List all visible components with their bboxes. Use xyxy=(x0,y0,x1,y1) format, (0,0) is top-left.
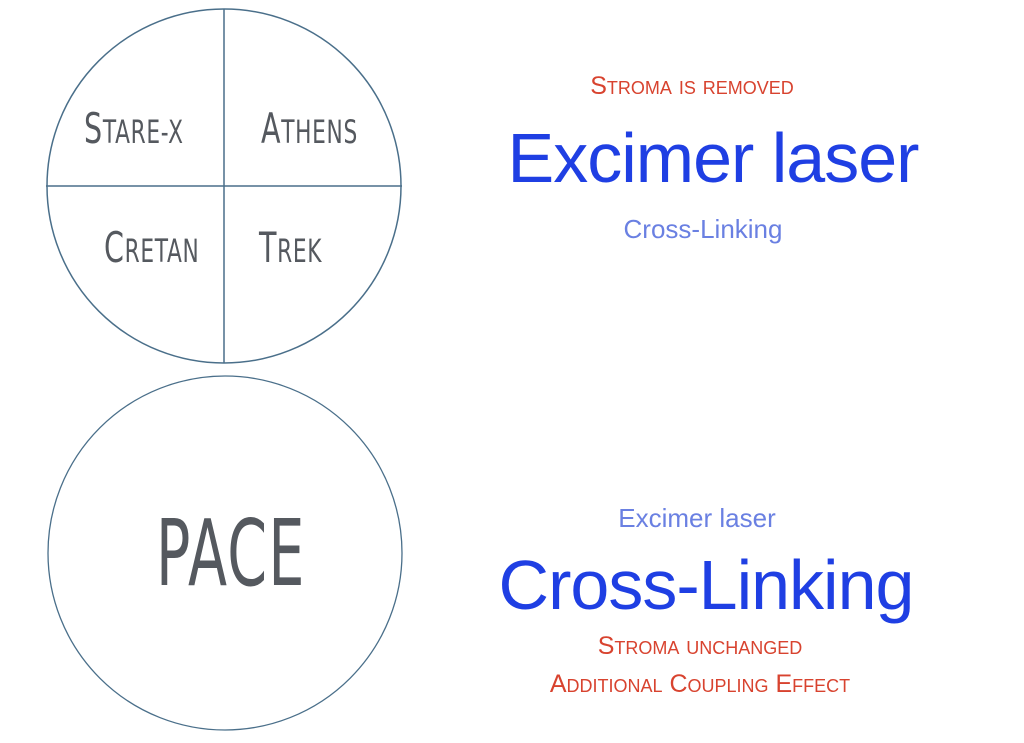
stroma-removed-note: Stroma is removed xyxy=(590,72,794,100)
label-rest: TARE-X xyxy=(102,113,184,151)
label-initial: T xyxy=(259,223,278,272)
label-initial: S xyxy=(84,104,103,153)
quadrant-label-athens: ATHENS xyxy=(261,104,358,153)
label-rest: RETAN xyxy=(124,232,200,270)
excimer-laser-title: Excimer laser xyxy=(507,119,920,197)
quadrant-label-stare-x: STARE-X xyxy=(84,104,184,153)
stroma-unchanged-note: Stroma unchanged xyxy=(597,632,803,660)
label-initial: C xyxy=(104,223,125,272)
cross-linking-title: Cross-Linking xyxy=(498,546,915,624)
pace-label: PACE xyxy=(156,500,306,607)
excimer-laser-secondary: Excimer laser xyxy=(618,503,776,533)
label-initial: A xyxy=(261,104,282,153)
quadrant-label-cretan: CRETAN xyxy=(104,223,199,272)
cross-linking-secondary: Cross-Linking xyxy=(623,214,783,244)
bottom-circle xyxy=(47,375,403,731)
label-rest: THENS xyxy=(281,113,358,151)
additional-coupling-note: Additional Coupling Effect xyxy=(549,670,851,698)
label-rest: REK xyxy=(277,232,323,270)
quadrant-label-trek: TREK xyxy=(259,223,322,272)
